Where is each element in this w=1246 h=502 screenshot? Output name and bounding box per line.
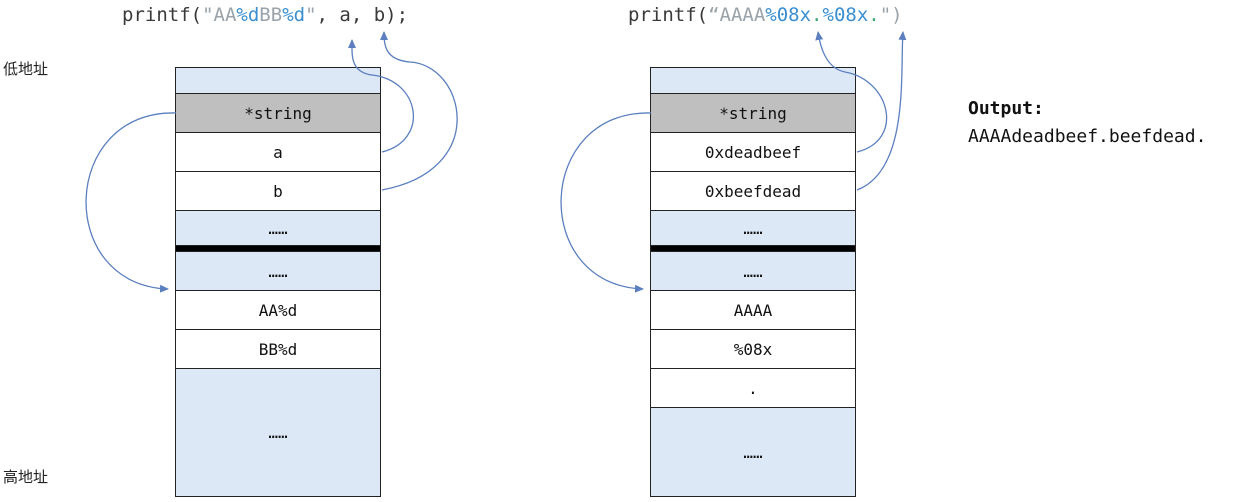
code-string-end: ": [305, 4, 317, 26]
code-fn: printf(: [628, 4, 709, 26]
high-address-label: 高地址: [3, 468, 49, 486]
code-args: , a, b);: [316, 4, 409, 26]
stack-cell-ellipsis: ……: [651, 408, 855, 496]
code-string-start: "AA: [202, 4, 237, 26]
right-stack: *string 0xdeadbeef 0xbeefdead …… …… AAAA…: [650, 67, 856, 497]
low-address-label: 低地址: [3, 60, 49, 78]
code-string-end: "): [879, 4, 903, 26]
stack-divider: [651, 246, 855, 252]
stack-cell-ellipsis: ……: [651, 211, 855, 246]
stack-cell-dot: .: [651, 369, 855, 408]
arrow-deadbeef-to-fmt-1: [815, 31, 888, 153]
code-format-1: %08x: [765, 4, 812, 26]
stack-cell-fmt-2: BB%d: [176, 330, 380, 369]
code-dot-1: .: [811, 4, 823, 26]
code-format-2: %d: [282, 4, 306, 26]
stack-cell-string-ptr: *string: [176, 94, 380, 133]
stack-cell: [176, 68, 380, 94]
stack-cell-fmt-1: AA%d: [176, 291, 380, 330]
stack-cell-ellipsis: ……: [176, 211, 380, 246]
stack-divider: [176, 246, 380, 252]
code-format-1: %d: [236, 4, 260, 26]
output-title: Output:: [968, 98, 1044, 119]
arrow-string-to-aaaa: [560, 112, 652, 293]
stack-cell-arg-a: a: [176, 133, 380, 172]
stack-cell-ellipsis: ……: [651, 252, 855, 291]
stack-cell-beefdead: 0xbeefdead: [651, 172, 855, 211]
arrow-a-to-format-1: [347, 39, 415, 153]
arrow-b-to-format-2: [380, 31, 458, 191]
code-string-start: “AAAA: [708, 4, 766, 26]
left-stack: *string a b …… …… AA%d BB%d ……: [175, 67, 381, 497]
stack-cell-aaaa: AAAA: [651, 291, 855, 330]
stack-cell-ellipsis: ……: [176, 369, 380, 496]
stack-cell-arg-b: b: [176, 172, 380, 211]
arrow-beefdead-to-fmt-2: [856, 31, 907, 191]
right-printf-code: printf(“AAAA%08x.%08x."): [628, 4, 903, 26]
code-string-mid: BB: [259, 4, 283, 26]
stack-cell-deadbeef: 0xdeadbeef: [651, 133, 855, 172]
code-dot-2: .: [868, 4, 880, 26]
arrow-string-to-format: [85, 112, 177, 293]
code-fn: printf(: [122, 4, 203, 26]
left-printf-code: printf("AA%dBB%d", a, b);: [122, 4, 408, 26]
stack-cell-fmt-08x: %08x: [651, 330, 855, 369]
stack-cell: [651, 68, 855, 94]
stack-cell-ellipsis: ……: [176, 252, 380, 291]
output-text: AAAAdeadbeef.beefdead.: [968, 126, 1207, 147]
stack-cell-string-ptr: *string: [651, 94, 855, 133]
code-format-2: %08x: [822, 4, 869, 26]
